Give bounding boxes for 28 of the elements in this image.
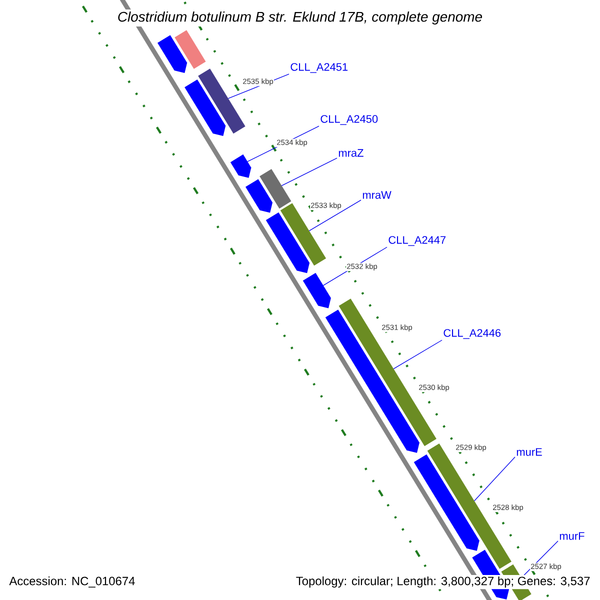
leader-line bbox=[281, 158, 338, 186]
topology-text: Topology: circular; Length: 3,800,327 bp; Genes: 3,537 bbox=[294, 574, 592, 590]
gene-label: murE bbox=[516, 448, 542, 456]
gene-label: CLL_A2446 bbox=[444, 329, 501, 339]
leader-line bbox=[393, 340, 442, 370]
gene-label: CLL_A2451 bbox=[290, 63, 348, 73]
gene-label: CLL_A2447 bbox=[388, 236, 446, 246]
gene-block bbox=[338, 298, 436, 446]
gene-block bbox=[157, 35, 188, 73]
gene-block bbox=[260, 169, 292, 209]
gene-label: CLL_A2450 bbox=[320, 115, 378, 125]
gene-block bbox=[174, 30, 206, 69]
gene-block bbox=[280, 203, 326, 266]
gene-block bbox=[230, 154, 252, 178]
gene-block bbox=[427, 444, 512, 569]
leader-line bbox=[474, 456, 516, 502]
gene-block bbox=[414, 454, 480, 551]
accession-text: Accession: NC_010674 bbox=[9, 576, 135, 588]
gene-block bbox=[266, 212, 310, 274]
gene-label: murF bbox=[560, 532, 584, 540]
leader-line bbox=[308, 200, 362, 232]
map-title: Clostridium botulinum B str. Eklund 17B, complete genome bbox=[115, 10, 485, 26]
gene-block bbox=[325, 310, 420, 453]
gene-block bbox=[302, 272, 331, 308]
gene-block bbox=[184, 79, 226, 136]
gene-label: mraZ bbox=[338, 149, 364, 157]
gene-block bbox=[245, 179, 273, 213]
gene-label: mraW bbox=[362, 191, 392, 199]
